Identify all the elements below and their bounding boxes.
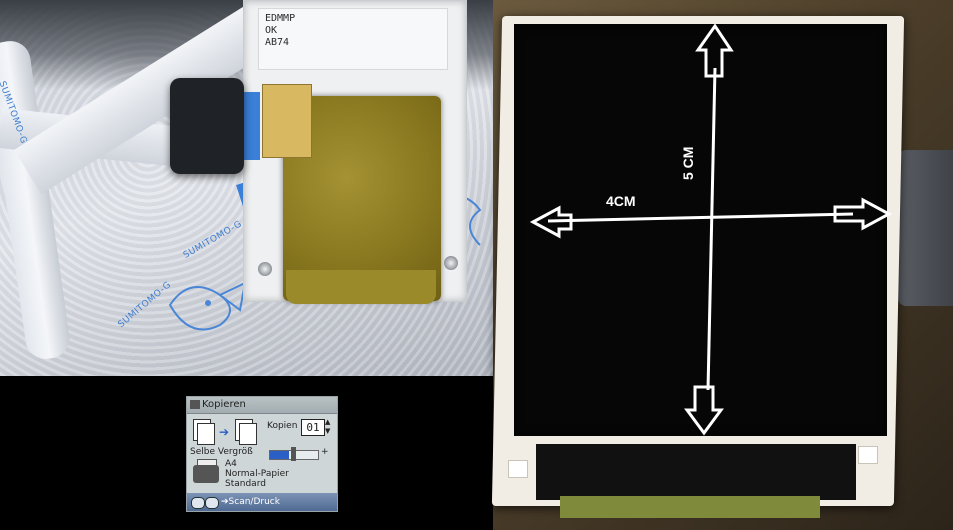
paper-type: Normal-Papier (225, 469, 289, 479)
module-label-line: AB74 (265, 37, 290, 48)
caret-down-icon[interactable]: ▼ (325, 427, 331, 435)
device-display: Kopieren ➔ Kopien 01 ▲ ▼ Selbe Vergröß +… (186, 396, 338, 512)
screen-title-bar: Kopieren (187, 397, 337, 414)
lcd-driver-strip (536, 444, 856, 500)
height-dimension-label: 5 CM (680, 146, 696, 180)
button-icon[interactable] (191, 497, 205, 509)
zoom-label: Selbe Vergröß (190, 447, 253, 457)
width-dimension-label: 4CM (606, 193, 636, 209)
document-icon (239, 423, 257, 445)
zoom-slider-thumb[interactable] (291, 447, 296, 461)
print-quality: Standard (225, 479, 266, 489)
caret-up-icon[interactable]: ▲ (325, 418, 331, 426)
mount-tab (858, 446, 878, 464)
copy-icon (190, 400, 200, 409)
mount-tab (508, 460, 528, 478)
arrow-right-icon (833, 197, 893, 231)
arrow-left-icon (529, 205, 573, 239)
fish-doodle (168, 281, 247, 331)
dimension-annotations (529, 23, 893, 436)
screen-title: Kopieren (202, 399, 246, 410)
copies-stepper[interactable]: 01 (301, 419, 325, 436)
printer-icon (193, 465, 219, 483)
button-icon[interactable] (205, 497, 219, 509)
copies-label: Kopien (267, 421, 298, 431)
module-label-line: EDMMP (265, 13, 296, 24)
arrow-right-icon: ➔ (219, 425, 230, 439)
module-label: EDMMP OK AB74 (258, 8, 448, 70)
footer-action-label: ➔Scan/Druck (221, 497, 280, 507)
cable-connector (170, 78, 244, 174)
pcb-photo: SUMITOMO-G SUMITOMO-G SUMITOMO-G EDMMP O… (0, 0, 493, 376)
lcd-screen (514, 24, 887, 436)
height-line (706, 67, 717, 391)
fpc-connector (262, 84, 312, 158)
lcd-flex-cable (560, 496, 820, 518)
paper-size: A4 (225, 459, 237, 469)
module-label-line: OK (265, 25, 278, 36)
screw (444, 256, 458, 270)
screen-footer (187, 493, 337, 511)
plus-icon: + (321, 447, 329, 457)
width-line (547, 212, 854, 223)
arrow-down-icon (684, 385, 724, 436)
arrow-up-icon (695, 23, 734, 78)
pcb-flex-tail (286, 270, 436, 304)
screw (258, 262, 272, 276)
cable-connector (898, 150, 953, 306)
document-icon (197, 423, 215, 445)
